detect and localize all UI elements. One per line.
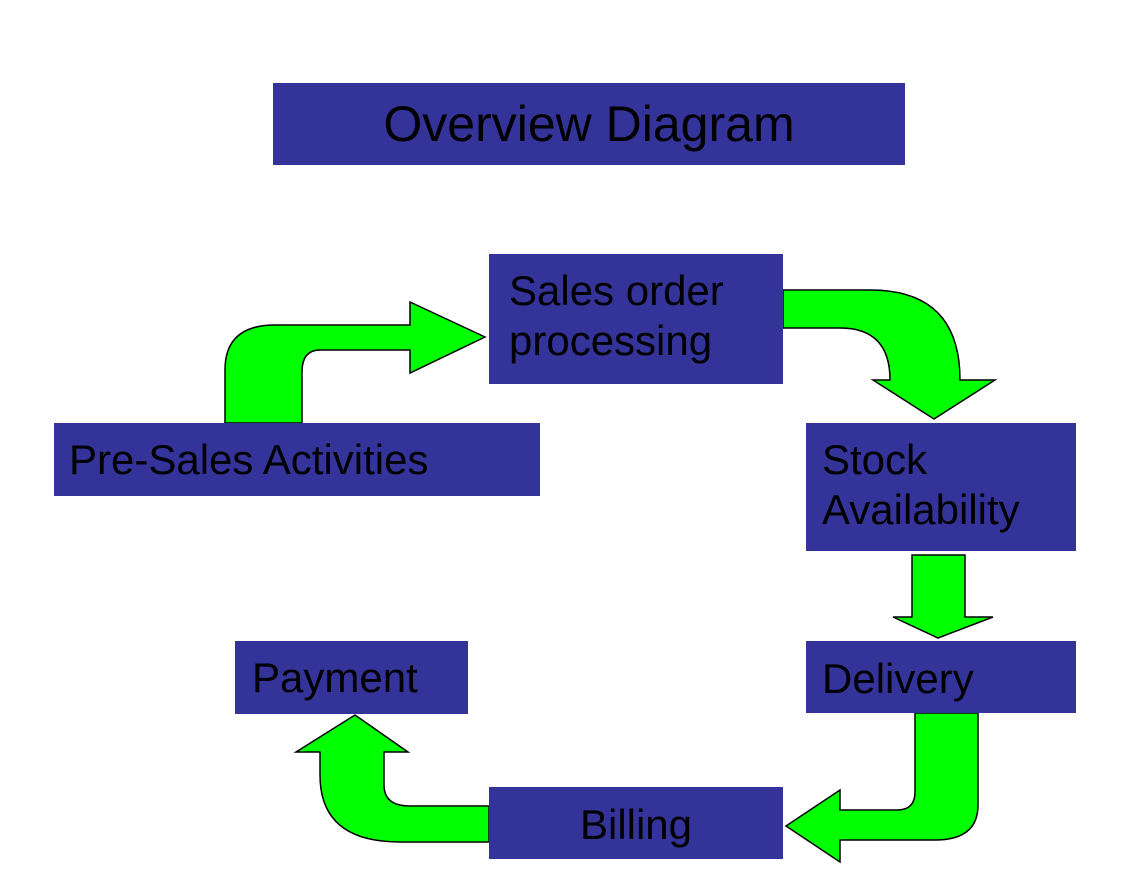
arrow-presales-to-sales xyxy=(224,300,487,424)
diagram-title: Overview Diagram xyxy=(273,83,905,165)
arrow-sales-to-stock xyxy=(782,289,998,420)
node-sales-order-processing: Sales order processing xyxy=(489,254,783,384)
node-billing: Billing xyxy=(489,787,783,859)
node-payment: Payment xyxy=(235,641,468,714)
node-delivery: Delivery xyxy=(806,641,1076,713)
diagram-title-text: Overview Diagram xyxy=(383,96,795,152)
node-billing-label: Billing xyxy=(579,801,693,848)
arrow-stock-to-delivery xyxy=(892,554,994,639)
node-sales-order-line1: Sales order xyxy=(509,267,724,314)
node-stock-line2: Availability xyxy=(822,486,1020,534)
node-pre-sales-label: Pre-Sales Activities xyxy=(69,436,429,483)
arrow-delivery-to-billing xyxy=(784,712,979,864)
node-pre-sales-activities: Pre-Sales Activities xyxy=(54,423,540,496)
arrow-billing-to-payment xyxy=(293,714,490,843)
node-payment-label: Payment xyxy=(252,654,418,701)
node-stock-availability: Stock Availability xyxy=(806,423,1076,551)
node-sales-order-line2: processing xyxy=(509,317,713,365)
node-stock-line1: Stock xyxy=(822,436,928,483)
node-delivery-label: Delivery xyxy=(822,655,974,702)
